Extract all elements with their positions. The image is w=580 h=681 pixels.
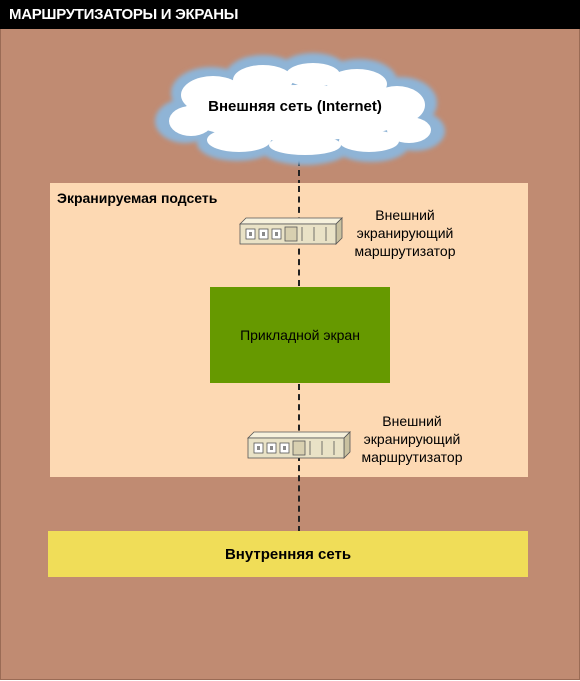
router-bottom-label: Внешний экранирующий маршрутизатор [352,412,472,466]
router-bottom-label-line3: маршрутизатор [361,449,463,465]
router-top-label-line2: экранирующий [356,225,454,241]
cloud-icon [155,53,445,165]
internal-network-label: Внутренняя сеть [224,545,352,563]
router-top-label-line3: маршрутизатор [354,243,456,259]
diagram-title: МАРШРУТИЗАТОРЫ И ЭКРАНЫ [9,6,239,23]
router-bottom-icon [247,431,351,459]
external-network-label: Внешняя сеть (Internet) [208,98,382,115]
screened-subnet-label: Экранируемая подсеть [57,190,218,206]
application-screen-label: Прикладной экран [240,327,360,343]
router-bottom-label-line1: Внешний [382,413,442,429]
router-top-label-line1: Внешний [375,207,435,223]
router-top-icon [239,217,343,245]
title-bar: МАРШРУТИЗАТОРЫ И ЭКРАНЫ [0,0,580,29]
router-top-label: Внешний экранирующий маршрутизатор [345,206,465,260]
internal-network-box: Внутренняя сеть [48,531,528,577]
application-screen-box: Прикладной экран [210,287,390,383]
router-bottom-label-line2: экранирующий [363,431,461,447]
connection-line-cloud-subnet [298,150,300,186]
